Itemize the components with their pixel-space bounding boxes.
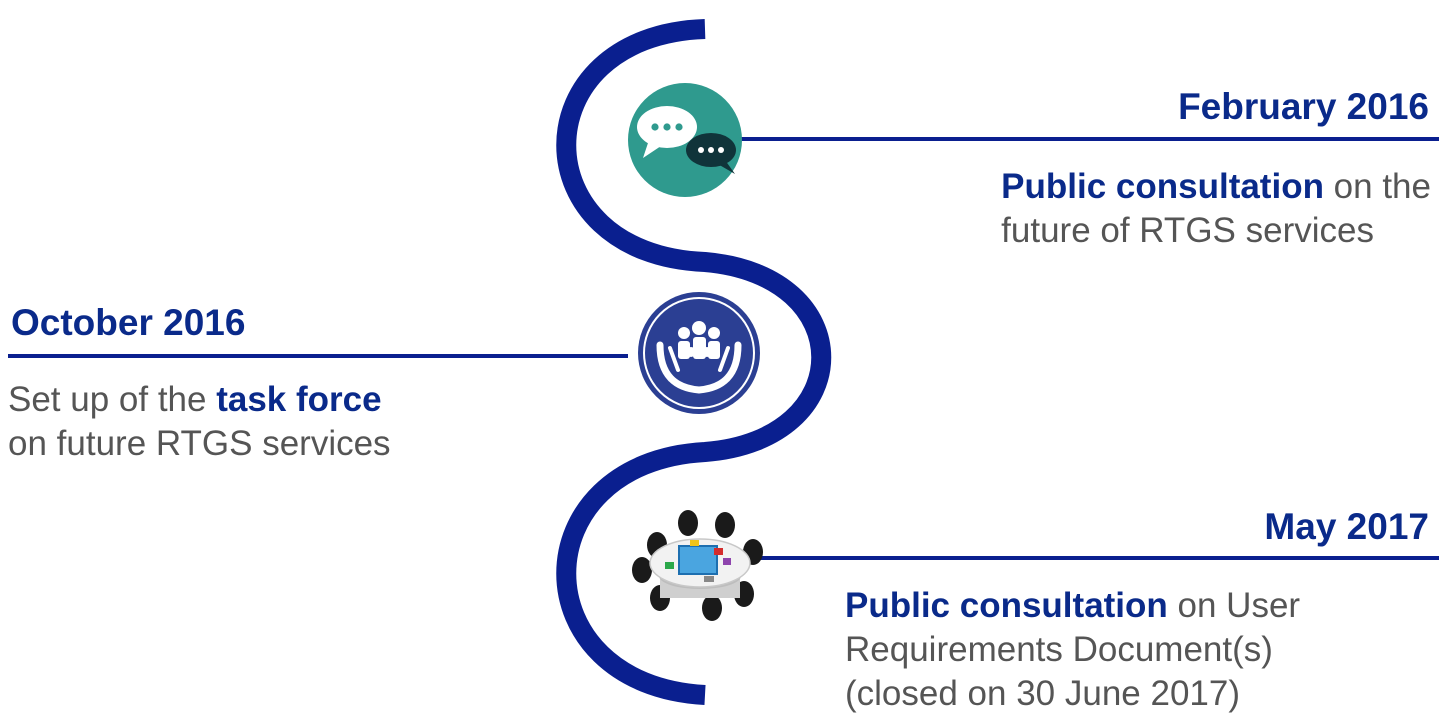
event-desc-line-2: Requirements Document(s) — [845, 630, 1273, 669]
event-desc-pre: Set up of the — [8, 380, 217, 419]
event-desc-line-1: Set up of the task force — [8, 378, 391, 422]
chat-bubbles-icon — [628, 83, 742, 197]
event-desc-line-2: on future RTGS services — [8, 424, 391, 463]
event-desc-rest: on the — [1323, 167, 1431, 206]
event-date-oct-2016: October 2016 — [11, 302, 246, 343]
timeline-curve — [556, 19, 832, 705]
event-desc-line-1: Public consultation on User — [845, 584, 1300, 628]
event-desc-line-3: (closed on 30 June 2017) — [845, 674, 1240, 713]
event-desc-bold: Public consultation — [845, 586, 1168, 625]
event-desc-feb-2016: Public consultation on the future of RTG… — [1001, 165, 1431, 253]
event-desc-oct-2016: Set up of the task force on future RTGS … — [8, 378, 391, 466]
event-desc-rest: on User — [1167, 586, 1301, 625]
people-in-hands-icon — [628, 292, 770, 414]
event-desc-line-1: Public consultation on the — [1001, 165, 1431, 209]
event-desc-line-2: future of RTGS services — [1001, 211, 1374, 250]
event-desc-bold: Public consultation — [1001, 167, 1324, 206]
event-desc-may-2017: Public consultation on User Requirements… — [845, 584, 1300, 716]
meeting-table-icon — [632, 510, 763, 621]
event-date-feb-2016: February 2016 — [1178, 86, 1429, 127]
event-desc-bold: task force — [216, 380, 382, 419]
event-date-may-2017: May 2017 — [1264, 506, 1429, 547]
